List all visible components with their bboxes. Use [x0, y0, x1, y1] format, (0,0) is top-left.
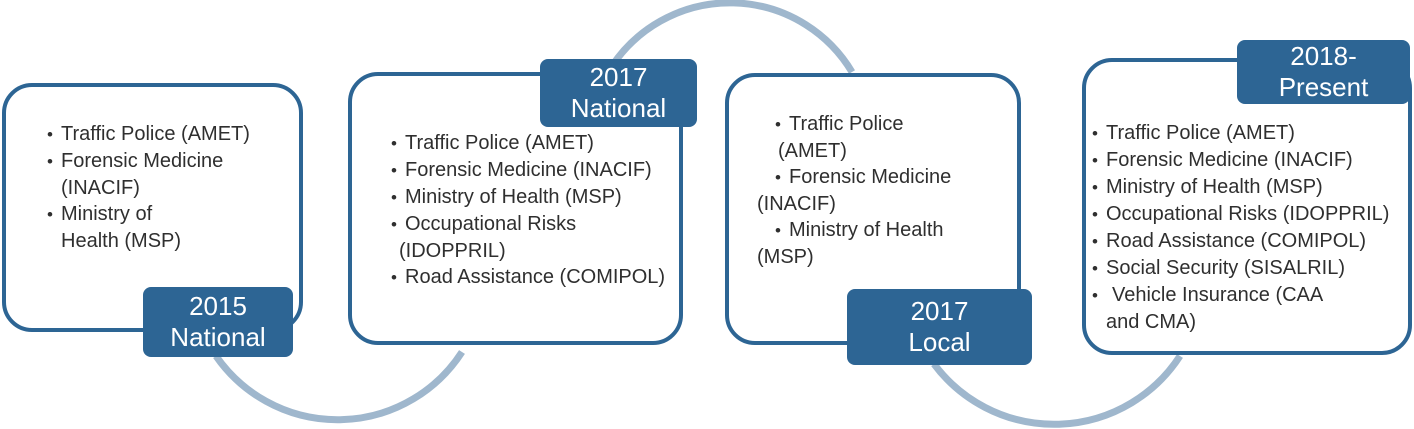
bullet-line: • Ministry of Health: [775, 217, 1011, 244]
bullet-icon: •: [1092, 205, 1098, 224]
line-text: Forensic Medicine (INACIF): [405, 159, 652, 181]
bullet-line: • Traffic Police: [775, 111, 1011, 138]
bullet-icon: •: [47, 205, 53, 224]
bullet-icon: •: [47, 125, 53, 144]
continuation-line: (MSP): [757, 244, 1011, 270]
line-text: (INACIF): [757, 193, 836, 215]
bullet-line: • Road Assistance (COMIPOL): [391, 264, 673, 291]
line-text: Occupational Risks: [405, 213, 577, 235]
bullet-line: • Vehicle Insurance (CAA: [1092, 282, 1404, 309]
continuation-line: (INACIF): [61, 175, 293, 201]
milestone-label-2017-national: 2017 National: [540, 59, 697, 127]
bullet-line: • Occupational Risks (IDOPPRIL): [1092, 201, 1404, 228]
bullet-line: • Social Security (SISALRIL): [1092, 255, 1404, 282]
continuation-line: (INACIF): [757, 191, 1011, 217]
line-text: Traffic Police (AMET): [405, 132, 594, 154]
milestone-box-2015-national: • Traffic Police (AMET) • Forensic Medicine…: [2, 83, 303, 332]
milestone-label-2015-national: 2015 National: [143, 287, 293, 357]
line-text: Social Security (SISALRIL): [1106, 257, 1345, 279]
bullet-line: • Road Assistance (COMIPOL): [1092, 228, 1404, 255]
line-text: Forensic Medicine: [789, 166, 952, 188]
bullet-line: • Forensic Medicine: [47, 148, 293, 175]
line-text: and CMA): [1106, 311, 1197, 333]
bullet-icon: •: [47, 152, 53, 171]
bullet-icon: •: [391, 134, 397, 153]
bullet-icon: •: [391, 215, 397, 234]
bullet-list-2017-local: • Traffic Police (AMET) • Forensic Medicine (…: [729, 77, 1017, 270]
bullet-line: • Ministry of Health (MSP): [391, 184, 673, 211]
label-year: 2017: [589, 62, 648, 92]
bullet-line: • Forensic Medicine (INACIF): [391, 157, 673, 184]
milestone-label-2017-local: 2017 Local: [847, 289, 1032, 365]
bullet-line: • Forensic Medicine (INACIF): [1092, 147, 1404, 174]
label-year: 2017: [910, 296, 969, 326]
line-text: Forensic Medicine: [61, 150, 224, 172]
bullet-icon: •: [391, 161, 397, 180]
bullet-icon: •: [775, 115, 781, 134]
bullet-line: • Forensic Medicine: [775, 164, 1011, 191]
bullet-icon: •: [1092, 286, 1098, 305]
continuation-line: Health (MSP): [61, 228, 293, 254]
bullet-icon: •: [775, 168, 781, 187]
line-text: Ministry of Health (MSP): [1106, 176, 1323, 198]
bullet-line: • Ministry of: [47, 201, 293, 228]
continuation-line: (AMET): [778, 138, 1011, 164]
milestone-label-2018-present: 2018- Present: [1237, 40, 1410, 104]
label-year: 2018-: [1290, 41, 1357, 71]
line-text: (MSP): [757, 246, 814, 268]
line-text: Health (MSP): [61, 230, 182, 252]
continuation-line: and CMA): [1106, 309, 1404, 335]
line-text: Road Assistance (COMIPOL): [405, 266, 666, 288]
bullet-line: • Traffic Police (AMET): [47, 121, 293, 148]
label-scope: Local: [908, 327, 971, 357]
bullet-icon: •: [1092, 124, 1098, 143]
line-text: (IDOPPRIL): [399, 240, 506, 262]
line-text: (AMET): [778, 140, 847, 162]
line-text: Occupational Risks (IDOPPRIL): [1106, 203, 1390, 225]
line-text: Traffic Police (AMET): [1106, 122, 1295, 144]
arc-connector-bottom-right: [931, 354, 1183, 428]
bullet-icon: •: [775, 221, 781, 240]
line-text: Ministry of: [61, 203, 153, 225]
bullet-icon: •: [391, 188, 397, 207]
bullet-list-2015-national: • Traffic Police (AMET) • Forensic Medicine…: [6, 87, 299, 254]
bullet-icon: •: [1092, 151, 1098, 170]
line-text: Ministry of Health (MSP): [405, 186, 622, 208]
bullet-icon: •: [391, 268, 397, 287]
line-text: Ministry of Health: [789, 219, 944, 241]
line-text: Vehicle Insurance (CAA: [1112, 284, 1324, 306]
milestone-box-2018-present: • Traffic Police (AMET) • Forensic Medicine…: [1082, 58, 1412, 355]
label-year: 2015: [189, 291, 247, 321]
bullet-line: • Traffic Police (AMET): [391, 130, 673, 157]
bullet-line: • Traffic Police (AMET): [1092, 120, 1404, 147]
bullet-list-2018-present: • Traffic Police (AMET) • Forensic Medicine…: [1086, 62, 1408, 335]
continuation-line: (IDOPPRIL): [399, 238, 673, 264]
arc-connector-top: [609, 0, 856, 74]
label-scope: National: [570, 93, 667, 123]
label-scope: National: [170, 322, 266, 352]
bullet-line: • Ministry of Health (MSP): [1092, 174, 1404, 201]
line-text: Traffic Police (AMET): [61, 123, 250, 145]
line-text: Forensic Medicine (INACIF): [1106, 149, 1353, 171]
arc-connector-bottom-left: [213, 350, 465, 424]
line-text: Traffic Police: [789, 113, 904, 135]
bullet-icon: •: [1092, 259, 1098, 278]
line-text: (INACIF): [61, 177, 140, 199]
bullet-list-2017-national: • Traffic Police (AMET) • Forensic Medicine…: [352, 76, 679, 291]
line-text: Road Assistance (COMIPOL): [1106, 230, 1367, 252]
bullet-icon: •: [1092, 178, 1098, 197]
bullet-line: • Occupational Risks: [391, 211, 673, 238]
bullet-icon: •: [1092, 232, 1098, 251]
label-scope: Present: [1278, 72, 1369, 102]
